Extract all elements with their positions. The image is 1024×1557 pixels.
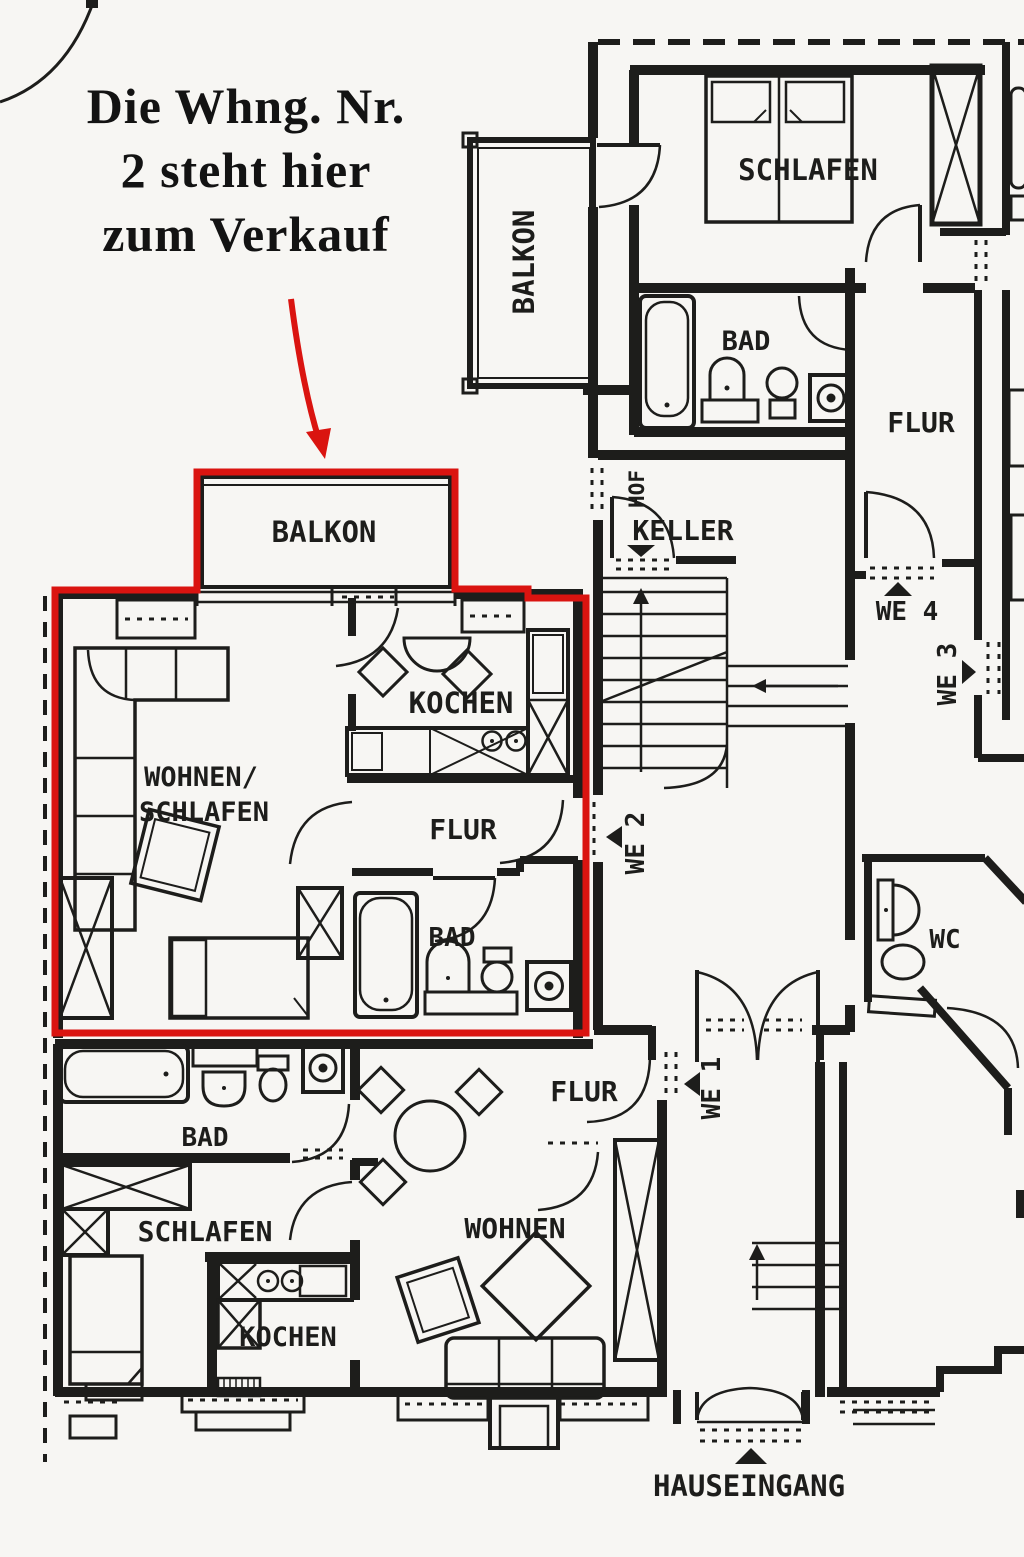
- room-label-bad-we1: BAD: [182, 1123, 229, 1153]
- we2-marker: [606, 826, 622, 848]
- apartment2-balcony: [200, 475, 452, 589]
- unit-markers: [606, 545, 976, 1464]
- stair-arrows: [633, 588, 766, 1260]
- room-label-kochen-we1: KOCHEN: [239, 1322, 337, 1353]
- door-leaves: [433, 143, 922, 1420]
- door-arcs: [288, 144, 1020, 1421]
- sale-annotation: Die Whng. Nr. 2 steht hier zum Verkauf: [24, 74, 468, 266]
- upper-balcony: [461, 131, 596, 395]
- room-label-bad-apt2: BAD: [429, 923, 476, 953]
- room-label-wohnen-schlafen-1: WOHNEN/: [144, 762, 258, 793]
- room-label-schlafen-top: SCHLAFEN: [738, 153, 878, 187]
- room-label-schlafen-we1: SCHLAFEN: [138, 1215, 273, 1248]
- hauseingang-marker: [735, 1448, 767, 1464]
- room-label-keller: KELLER: [632, 514, 733, 547]
- window-band: [115, 588, 526, 640]
- room-label-hof: HOF: [625, 470, 649, 508]
- staircase: [599, 576, 848, 1311]
- we4-marker: [884, 582, 912, 596]
- room-label-wohnen-schlafen-2: SCHLAFEN: [139, 797, 269, 828]
- map-fleck: [86, 0, 98, 8]
- room-label-flur-top-right: FLUR: [887, 406, 955, 439]
- room-label-balkon-apt2: BALKON: [272, 515, 377, 549]
- unit-label-we3: WE 3: [933, 643, 963, 706]
- unit-label-we4: WE 4: [876, 597, 939, 627]
- upper-apartment-furniture: [638, 63, 1024, 602]
- label-hauseingang: HAUSEINGANG: [653, 1469, 845, 1503]
- room-label-wc: WC: [929, 925, 960, 955]
- room-label-wohnen-we1: WOHNEN: [464, 1212, 565, 1245]
- threshold-dashes: [64, 240, 1001, 1443]
- apartment2-red-outline: [51, 468, 590, 1037]
- annotation-line-1: Die Whng. Nr.: [86, 78, 406, 134]
- annotation-line-3: zum Verkauf: [102, 206, 390, 262]
- we3-marker: [962, 660, 976, 684]
- annotation-line-2: 2 steht hier: [120, 142, 372, 198]
- facade-bays: [68, 1390, 935, 1450]
- wc-fixtures: [866, 878, 938, 1018]
- room-label-flur-apt2: FLUR: [429, 813, 497, 846]
- apartment2-furniture: [58, 628, 573, 1020]
- unit-label-we2: WE 2: [621, 812, 651, 875]
- unit-label-we1: WE 1: [697, 1057, 727, 1120]
- room-label-bad-top: BAD: [722, 326, 771, 357]
- we1-marker: [684, 1072, 700, 1096]
- room-label-kochen-apt2: KOCHEN: [409, 686, 514, 720]
- room-label-flur-we1: FLUR: [550, 1075, 618, 1108]
- annotation-arrow-head: [306, 428, 331, 459]
- room-label-balkon-top: BALKON: [507, 210, 541, 315]
- keller-marker: [627, 545, 655, 557]
- we1-furniture: [58, 1042, 661, 1402]
- apartment2-highlight: [51, 298, 590, 1037]
- annotation-arrow-shaft: [288, 298, 322, 441]
- boundary-dashed-lines: [0, 0, 1024, 1462]
- outer-walls: [53, 42, 985, 1397]
